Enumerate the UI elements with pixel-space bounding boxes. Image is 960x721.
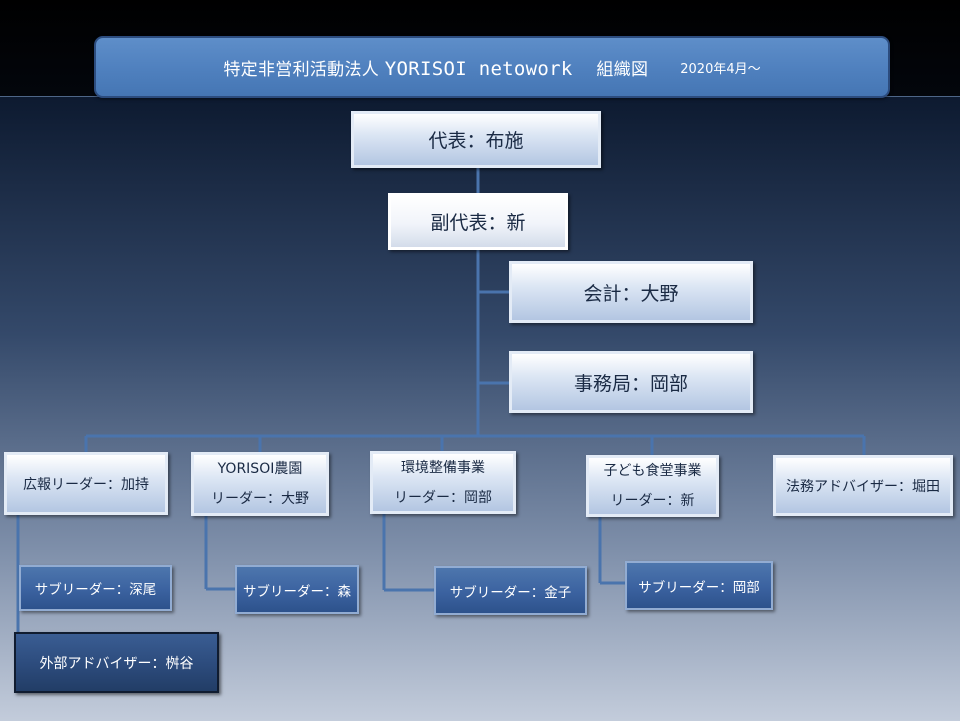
node-label: 広報リーダー：加持 (23, 476, 149, 493)
node-sub-farm: サブリーダー：森 (235, 565, 359, 614)
node-label-line2: リーダー：岡部 (394, 489, 492, 506)
node-label-line1: 環境整備事業 (401, 459, 485, 476)
node-label: サブリーダー：金子 (449, 584, 572, 601)
node-sub-pr: サブリーダー：深尾 (19, 565, 172, 611)
node-label-line2: リーダー：大野 (211, 491, 309, 507)
node-environment: 環境整備事業 リーダー：岡部 (370, 451, 516, 514)
node-external-advisor: 外部アドバイザー：桝谷 (14, 632, 219, 693)
node-vice-representative: 副代表：新 (388, 193, 568, 250)
node-sub-kids: サブリーダー：岡部 (625, 561, 773, 610)
node-label: 外部アドバイザー：桝谷 (39, 655, 194, 672)
node-kids-cafeteria: 子ども食堂事業 リーダー：新 (586, 455, 719, 517)
node-sub-environment: サブリーダー：金子 (434, 566, 587, 615)
node-label: サブリーダー：森 (243, 583, 351, 600)
title-suffix: 組織図 (596, 59, 649, 80)
title-prefix: 特定非営利活動法人 (223, 59, 380, 80)
node-farm: YORISOI農園 リーダー：大野 (191, 452, 329, 516)
node-accounting: 会計：大野 (509, 261, 753, 323)
node-label: サブリーダー：深尾 (34, 582, 157, 598)
title-org-name: YORISOI netowork (384, 57, 573, 80)
node-label: 代表：布施 (428, 130, 524, 152)
node-label-line2: リーダー：新 (610, 493, 695, 509)
node-label: 副代表：新 (430, 212, 526, 234)
node-label: サブリーダー：岡部 (638, 579, 760, 596)
node-pr-leader: 広報リーダー：加持 (4, 452, 168, 515)
node-representative: 代表：布施 (351, 111, 601, 168)
node-label: 事務局：岡部 (573, 372, 688, 395)
node-legal-advisor: 法務アドバイザー：堀田 (773, 455, 953, 516)
chart-date: 2020年4月〜 (680, 61, 761, 77)
chart-title: 特定非営利活動法人 YORISOI netowork 組織図 (223, 55, 648, 80)
node-label: 会計：大野 (583, 282, 679, 305)
chart-header: 特定非営利活動法人 YORISOI netowork 組織図 2020年4月〜 (94, 36, 890, 98)
node-label: 法務アドバイザー：堀田 (786, 478, 940, 495)
node-label-line1: 子ども食堂事業 (603, 463, 702, 479)
node-secretariat: 事務局：岡部 (509, 351, 753, 413)
node-label-line1: YORISOI農園 (217, 461, 303, 477)
